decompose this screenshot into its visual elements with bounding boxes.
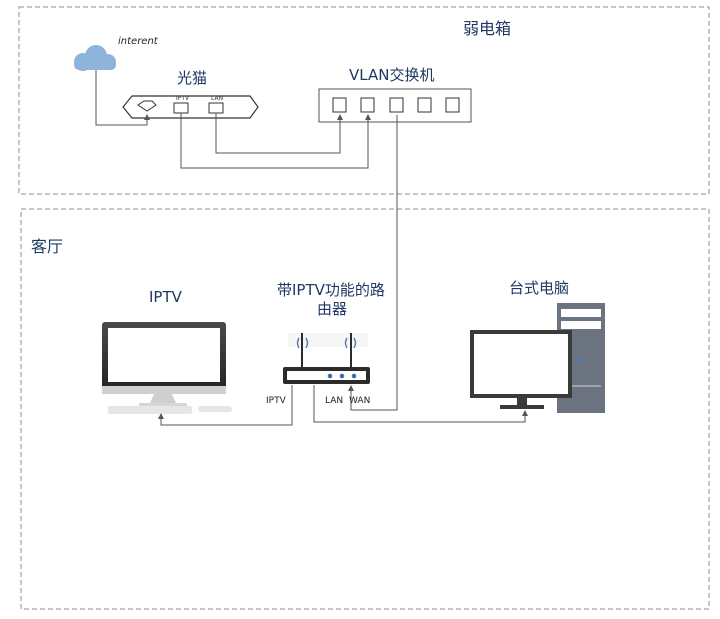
switch-port-3 [389,97,404,113]
cables-weak-box [95,70,398,411]
router-port-iptv-label: IPTV [266,396,286,406]
iptv-monitor-icon [102,322,232,414]
switch-port-5 [445,97,460,113]
router-label-line2: 由器 [317,300,348,318]
switch-port-4 [417,97,432,113]
desktop-label: 台式电脑 [509,279,570,297]
router-port-lan-label: LAN [325,396,344,406]
cloud-label: interent [118,36,158,47]
switch-label: VLAN交换机 [349,66,435,84]
modem-port-lan-label: LAN [211,95,224,102]
weak-box-zone [18,6,710,195]
router-led-2 [339,373,345,379]
iptv-label: IPTV [149,288,182,306]
router-port-wan-label: WAN [349,396,371,406]
switch-port-1 [332,97,347,113]
modem-label: 光猫 [177,69,208,87]
cloud-icon [74,45,116,71]
router-led-3 [351,373,357,379]
switch-port-2 [360,97,375,113]
router-device [283,333,370,384]
router-led-1 [327,373,333,379]
modem-port-iptv [173,102,189,114]
modem-port-iptv-label: IPTV [176,95,190,102]
modem-device [122,95,259,119]
living-room-title: 客厅 [31,237,64,256]
modem-port-lan [208,102,224,114]
cables-living-room [158,385,528,426]
router-label-line1: 带IPTV功能的路 [277,281,385,299]
vlan-switch-device [318,88,472,123]
weak-box-title: 弱电箱 [463,19,512,38]
living-room-zone [20,208,710,610]
desktop-computer-icon [470,303,605,413]
